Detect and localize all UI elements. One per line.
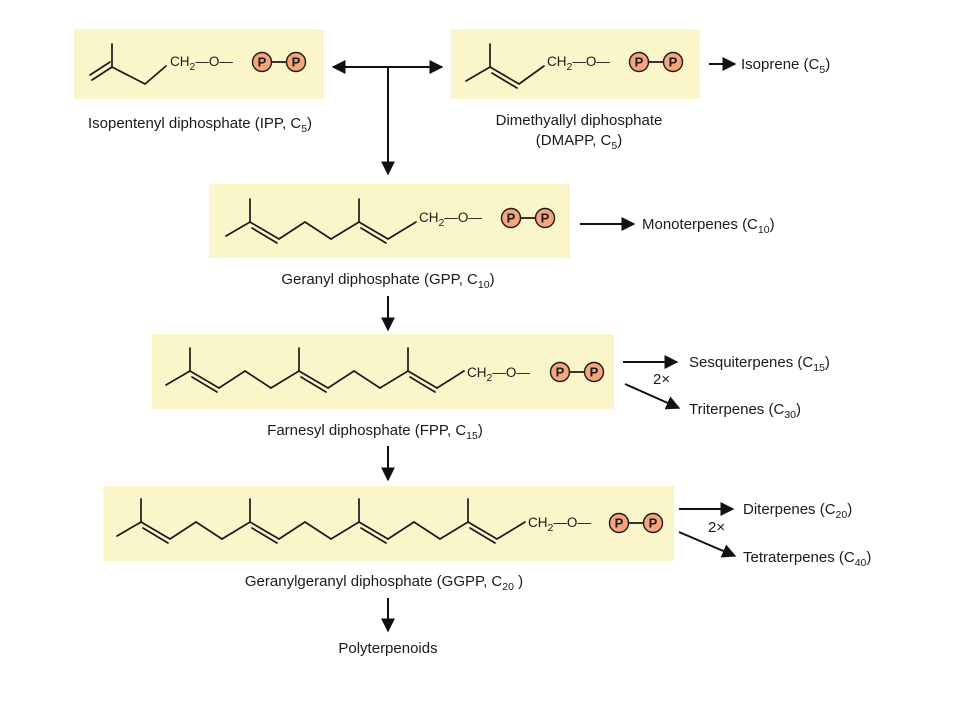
- svg-text:P: P: [635, 55, 644, 70]
- ggpp-phosphate-2: P: [642, 512, 664, 534]
- fpp-box: [152, 334, 614, 409]
- gpp-skeleton: [225, 198, 417, 244]
- svg-text:P: P: [258, 55, 267, 70]
- ipp-skeleton: [89, 43, 167, 85]
- gpp-phosphate-2: P: [534, 207, 556, 229]
- svg-text:P: P: [669, 55, 678, 70]
- ggpp-phosphate-1: P: [608, 512, 630, 534]
- ipp-phosphate-1: P: [251, 51, 273, 73]
- ipp-chain-text: CH2—O—: [170, 54, 233, 73]
- fpp-multiplier: 2×: [653, 371, 670, 388]
- dmapp-skeleton: [465, 43, 545, 89]
- fpp-molecule: CH2—O— P P Farnesyl diphosphate (FPP, C1…: [152, 334, 614, 442]
- product-triterpenes: Triterpenes (C30): [689, 401, 801, 421]
- dmapp-name-line2: (DMAPP, C5): [536, 132, 622, 152]
- dmapp-phosphate-1: P: [628, 51, 650, 73]
- svg-text:P: P: [541, 211, 550, 226]
- dmapp-box: [451, 29, 700, 99]
- gpp-chain-text: CH2—O—: [419, 210, 482, 229]
- product-tetraterpenes: Tetraterpenes (C40): [743, 549, 871, 569]
- gpp-molecule: CH2—O— P P Geranyl diphosphate (GPP, C10…: [209, 184, 570, 291]
- fpp-phosphate-2: P: [583, 361, 605, 383]
- svg-text:P: P: [556, 365, 565, 380]
- fpp-phosphate-1: P: [549, 361, 571, 383]
- arrow-to-tetraterpenes: [678, 531, 737, 558]
- gpp-name: Geranyl diphosphate (GPP, C10): [281, 271, 494, 291]
- ggpp-molecule: CH2—O— P P Geranylgeranyl diphosphate (G…: [103, 486, 674, 593]
- fpp-skeleton: [165, 347, 465, 393]
- dmapp-name-line1: Dimethyallyl diphosphate: [496, 112, 663, 129]
- svg-text:P: P: [649, 516, 658, 531]
- ggpp-chain-text: CH2—O—: [528, 515, 591, 534]
- fpp-name: Farnesyl diphosphate (FPP, C15): [267, 422, 483, 442]
- ipp-phosphate-2: P: [285, 51, 307, 73]
- ggpp-skeleton: [116, 498, 526, 544]
- svg-text:P: P: [615, 516, 624, 531]
- product-polyterpenoids: Polyterpenoids: [338, 640, 437, 657]
- ipp-box: [74, 29, 324, 99]
- product-diterpenes: Diterpenes (C20): [743, 501, 852, 521]
- svg-text:P: P: [292, 55, 301, 70]
- ggpp-name: Geranylgeranyl diphosphate (GGPP, C20 ): [245, 573, 523, 593]
- dmapp-chain-text: CH2—O—: [547, 54, 610, 73]
- product-sesquiterpenes: Sesquiterpenes (C15): [689, 354, 830, 374]
- dmapp-molecule: CH2—O— P P Dimethyallyl diphosphate (DMA…: [451, 29, 700, 152]
- product-monoterpenes: Monoterpenes (C10): [642, 216, 775, 236]
- gpp-phosphate-1: P: [500, 207, 522, 229]
- product-isoprene: Isoprene (C5): [741, 56, 830, 76]
- ggpp-multiplier: 2×: [708, 519, 725, 536]
- svg-text:P: P: [590, 365, 599, 380]
- dmapp-phosphate-2: P: [662, 51, 684, 73]
- ipp-molecule: CH2—O— P P Isopentenyl diphosphate (IPP,…: [74, 29, 324, 135]
- ipp-name: Isopentenyl diphosphate (IPP, C5): [88, 115, 312, 135]
- fpp-chain-text: CH2—O—: [467, 365, 530, 384]
- svg-text:P: P: [507, 211, 516, 226]
- arrow-to-triterpenes: [624, 383, 681, 410]
